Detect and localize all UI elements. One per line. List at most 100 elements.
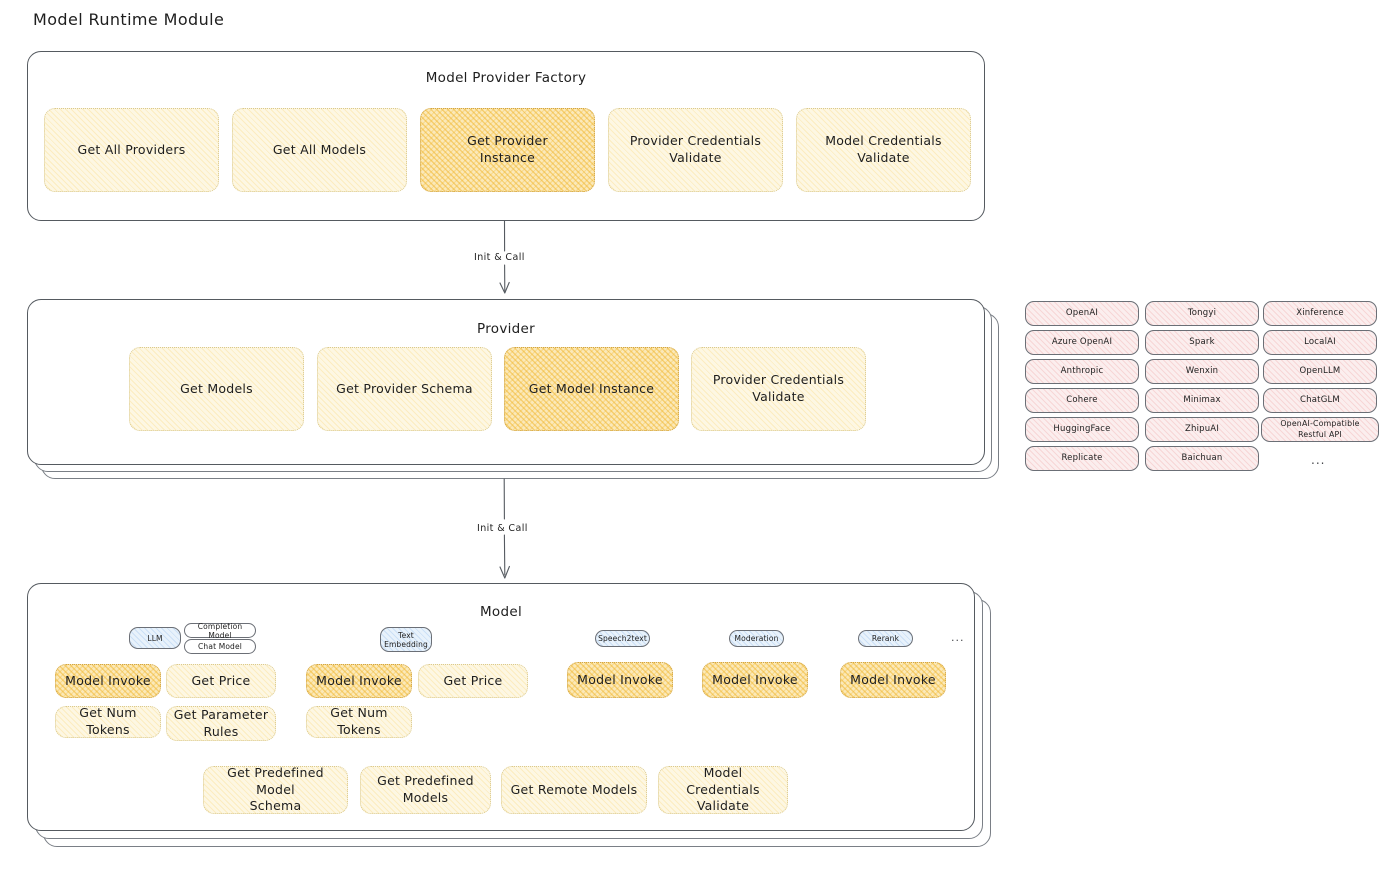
provider-chip-openai[interactable]: OpenAI (1025, 301, 1139, 326)
model-type-badge-moderation[interactable]: Moderation (729, 630, 784, 647)
text-embedding-node-label: Model Invoke (316, 672, 402, 688)
speech2text-node-model-invoke[interactable]: Model Invoke (567, 662, 673, 698)
llm-node-label: Get Price (191, 672, 251, 688)
model-type-badge-label: Speech2text (598, 634, 647, 643)
provider-chip-label: Wenxin (1185, 365, 1219, 376)
provider-node-get-models[interactable]: Get Models (129, 347, 304, 431)
provider-chip-label: OpenLLM (1299, 365, 1341, 376)
provider-chip-label: OpenAI-Compatible Restful API (1280, 418, 1360, 439)
provider-chip-huggingface[interactable]: HuggingFace (1025, 417, 1139, 442)
provider-chip-openai-compatible-restful-api[interactable]: OpenAI-Compatible Restful API (1261, 417, 1379, 442)
provider-title: Provider (477, 321, 535, 337)
model-type-badge-speech2text[interactable]: Speech2text (595, 630, 650, 647)
moderation-node-model-invoke[interactable]: Model Invoke (702, 662, 808, 698)
llm-node-model-invoke[interactable]: Model Invoke (55, 664, 161, 698)
model-type-badge-label: Completion Model (197, 621, 243, 640)
llm-node-get-price[interactable]: Get Price (166, 664, 276, 698)
provider-chip-openllm[interactable]: OpenLLM (1263, 359, 1377, 384)
provider-list-more: ... (1311, 453, 1326, 467)
factory-node-get-all-models[interactable]: Get All Models (232, 108, 407, 192)
model-type-badge-llm[interactable]: LLM (129, 627, 181, 649)
provider-chip-zhipuai[interactable]: ZhipuAI (1145, 417, 1259, 442)
provider-node-get-provider-schema[interactable]: Get Provider Schema (317, 347, 492, 431)
provider-chip-label: Azure OpenAI (1051, 336, 1113, 347)
moderation-node-label: Model Invoke (712, 671, 798, 687)
provider-chip-label: Tongyi (1187, 307, 1217, 318)
model-types-more: ... (951, 631, 965, 644)
provider-chip-chatglm[interactable]: ChatGLM (1263, 388, 1377, 413)
llm-node-get-num-tokens[interactable]: Get Num Tokens (55, 705, 161, 738)
text-embedding-node-get-price[interactable]: Get Price (418, 664, 528, 698)
rerank-node-label: Model Invoke (850, 671, 936, 687)
arrow-provider-to-model (499, 478, 510, 579)
rerank-node-model-invoke[interactable]: Model Invoke (840, 662, 946, 698)
provider-chip-label: HuggingFace (1053, 423, 1111, 434)
factory-node-get-all-providers[interactable]: Get All Providers (44, 108, 219, 192)
text-embedding-node-label: Get Num Tokens (330, 705, 388, 737)
model-type-badge-label: Rerank (871, 634, 900, 643)
llm-node-label: Model Invoke (65, 672, 151, 688)
provider-chip-anthropic[interactable]: Anthropic (1025, 359, 1139, 384)
arrow-factory-to-provider (499, 220, 510, 294)
provider-chip-label: ChatGLM (1300, 394, 1340, 405)
llm-node-label: Get Num Tokens (79, 705, 137, 737)
provider-chip-label: Cohere (1066, 394, 1098, 405)
model-type-badge-label: Chat Model (198, 642, 242, 651)
factory-node-label: Get All Models (272, 141, 367, 157)
provider-chip-tongyi[interactable]: Tongyi (1145, 301, 1259, 326)
provider-node-label: Get Provider Schema (336, 380, 473, 396)
provider-chip-label: ZhipuAI (1184, 423, 1220, 434)
model-title: Model (479, 604, 523, 620)
provider-chip-wenxin[interactable]: Wenxin (1145, 359, 1259, 384)
provider-chip-minimax[interactable]: Minimax (1145, 388, 1259, 413)
provider-chip-azure-openai[interactable]: Azure OpenAI (1025, 330, 1139, 355)
model-type-badge-chat-model[interactable]: Chat Model (184, 639, 256, 654)
model-type-badge-rerank[interactable]: Rerank (858, 630, 913, 647)
provider-node-label: Get Models (180, 380, 253, 396)
provider-chip-baichuan[interactable]: Baichuan (1145, 446, 1259, 471)
provider-chip-xinference[interactable]: Xinference (1263, 301, 1377, 326)
provider-chip-localai[interactable]: LocalAI (1263, 330, 1377, 355)
model-type-badge-completion-model[interactable]: Completion Model (184, 621, 256, 640)
model-common-node-label: Get Remote Models (510, 781, 638, 797)
provider-node-get-model-instance[interactable]: Get Model Instance (504, 347, 679, 431)
provider-chip-label: Xinference (1296, 307, 1344, 318)
model-common-node-get-remote-models[interactable]: Get Remote Models (501, 766, 647, 814)
arrow-provider-to-model-label: Init & Call (473, 523, 532, 534)
model-type-badge-label: Moderation (734, 634, 779, 643)
provider-chip-label: Anthropic (1060, 365, 1104, 376)
text-embedding-node-model-invoke[interactable]: Model Invoke (306, 664, 412, 698)
provider-node-label: Get Model Instance (528, 380, 655, 396)
provider-chip-spark[interactable]: Spark (1145, 330, 1259, 355)
model-provider-factory-title: Model Provider Factory (425, 70, 587, 86)
provider-chip-label: LocalAI (1304, 336, 1336, 347)
model-type-badge-label: LLM (147, 633, 163, 643)
page-title: Model Runtime Module (33, 10, 225, 29)
provider-chip-cohere[interactable]: Cohere (1025, 388, 1139, 413)
text-embedding-node-get-num-tokens[interactable]: Get Num Tokens (306, 705, 412, 738)
provider-chip-replicate[interactable]: Replicate (1025, 446, 1139, 471)
arrow-factory-to-provider-label: Init & Call (470, 252, 529, 263)
speech2text-node-label: Model Invoke (577, 671, 663, 687)
provider-chip-label: OpenAI (1065, 307, 1099, 318)
text-embedding-node-label: Get Price (443, 672, 503, 688)
provider-chip-label: Minimax (1183, 394, 1221, 405)
